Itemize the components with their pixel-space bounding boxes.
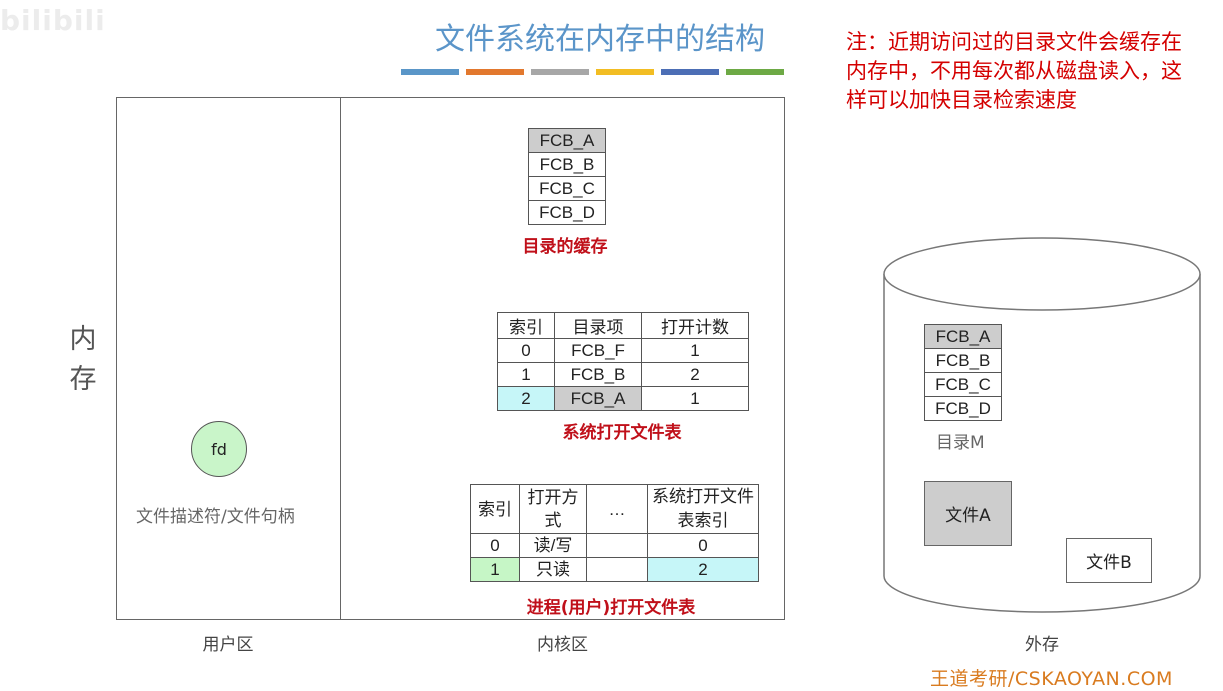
dir-cache-caption: 目录的缓存	[522, 237, 608, 257]
table-cell	[586, 533, 648, 558]
memory-panel	[116, 97, 785, 620]
dir-cache-item: FCB_B	[528, 152, 606, 177]
memory-label: 内存	[69, 324, 97, 395]
kernel-zone-label: 内核区	[537, 635, 588, 655]
table-row: 0 FCB_F 1	[497, 338, 749, 363]
directory-m-item: FCB_D	[924, 396, 1002, 421]
table-header-row: 索引 目录项 打开计数	[497, 312, 749, 339]
table-cell: FCB_F	[554, 338, 642, 363]
title-color-bar	[466, 69, 524, 75]
table-cell: 0	[647, 533, 759, 558]
file-a-label: 文件A	[945, 506, 991, 526]
table-cell: 2	[497, 386, 555, 411]
title-color-bar	[596, 69, 654, 75]
file-b-label: 文件B	[1086, 553, 1132, 573]
dir-cache-table: FCB_A FCB_B FCB_C FCB_D	[528, 128, 606, 225]
table-cell: 2	[647, 557, 759, 582]
directory-m-item: FCB_C	[924, 372, 1002, 397]
table-cell: 0	[470, 533, 520, 558]
dir-cache-item: FCB_A	[528, 128, 606, 153]
directory-m-caption: 目录M	[936, 433, 985, 453]
table-header: 打开方式	[519, 484, 587, 534]
fd-node: fd	[191, 421, 247, 477]
table-cell: 读/写	[519, 533, 587, 558]
table-header: 打开计数	[641, 312, 749, 339]
table-row: 0 读/写 0	[470, 533, 759, 558]
directory-m-item: FCB_B	[924, 348, 1002, 373]
title-color-bar	[726, 69, 784, 75]
file-a-box: 文件A	[924, 481, 1012, 546]
table-cell: FCB_A	[554, 386, 642, 411]
table-header: 系统打开文件表索引	[647, 484, 759, 534]
directory-m-table: FCB_A FCB_B FCB_C FCB_D	[924, 324, 1002, 421]
table-cell: 1	[470, 557, 520, 582]
process-open-table-caption: 进程(用户)打开文件表	[526, 598, 696, 618]
table-header: 索引	[470, 484, 520, 534]
table-header: …	[586, 484, 648, 534]
table-header: 目录项	[554, 312, 642, 339]
directory-m-item: FCB_A	[924, 324, 1002, 349]
table-cell	[586, 557, 648, 582]
title-color-bar	[531, 69, 589, 75]
system-open-table-caption: 系统打开文件表	[562, 423, 682, 443]
table-cell: 1	[641, 386, 749, 411]
table-row: 1 FCB_B 2	[497, 362, 749, 387]
watermark: bilibili	[0, 4, 106, 37]
file-b-box: 文件B	[1066, 538, 1152, 583]
fd-caption: 文件描述符/文件句柄	[136, 507, 295, 527]
table-header-row: 索引 打开方式 … 系统打开文件表索引	[470, 484, 759, 534]
table-cell: 1	[497, 362, 555, 387]
process-open-table: 索引 打开方式 … 系统打开文件表索引 0 读/写 0 1 只读 2	[470, 484, 759, 582]
external-zone-label: 外存	[1025, 635, 1059, 655]
fd-label: fd	[211, 439, 227, 459]
note-text: 注：近期访问过的目录文件会缓存在内存中，不用每次都从磁盘读入，这样可以加快目录检…	[846, 30, 1182, 112]
title-color-bar	[661, 69, 719, 75]
zone-divider	[340, 97, 341, 620]
user-zone-label: 用户区	[202, 635, 254, 655]
table-cell: 只读	[519, 557, 587, 582]
table-header: 索引	[497, 312, 555, 339]
dir-cache-item: FCB_C	[528, 176, 606, 201]
table-cell: 0	[497, 338, 555, 363]
table-cell: 2	[641, 362, 749, 387]
table-cell: 1	[641, 338, 749, 363]
table-row: 1 只读 2	[470, 557, 759, 582]
dir-cache-item: FCB_D	[528, 200, 606, 225]
table-row: 2 FCB_A 1	[497, 386, 749, 411]
system-open-table: 索引 目录项 打开计数 0 FCB_F 1 1 FCB_B 2 2 FCB_A …	[497, 312, 749, 411]
disk-cylinder-icon	[883, 237, 1201, 613]
title-color-bar	[401, 69, 459, 75]
page-title: 文件系统在内存中的结构	[435, 22, 765, 57]
table-cell: FCB_B	[554, 362, 642, 387]
